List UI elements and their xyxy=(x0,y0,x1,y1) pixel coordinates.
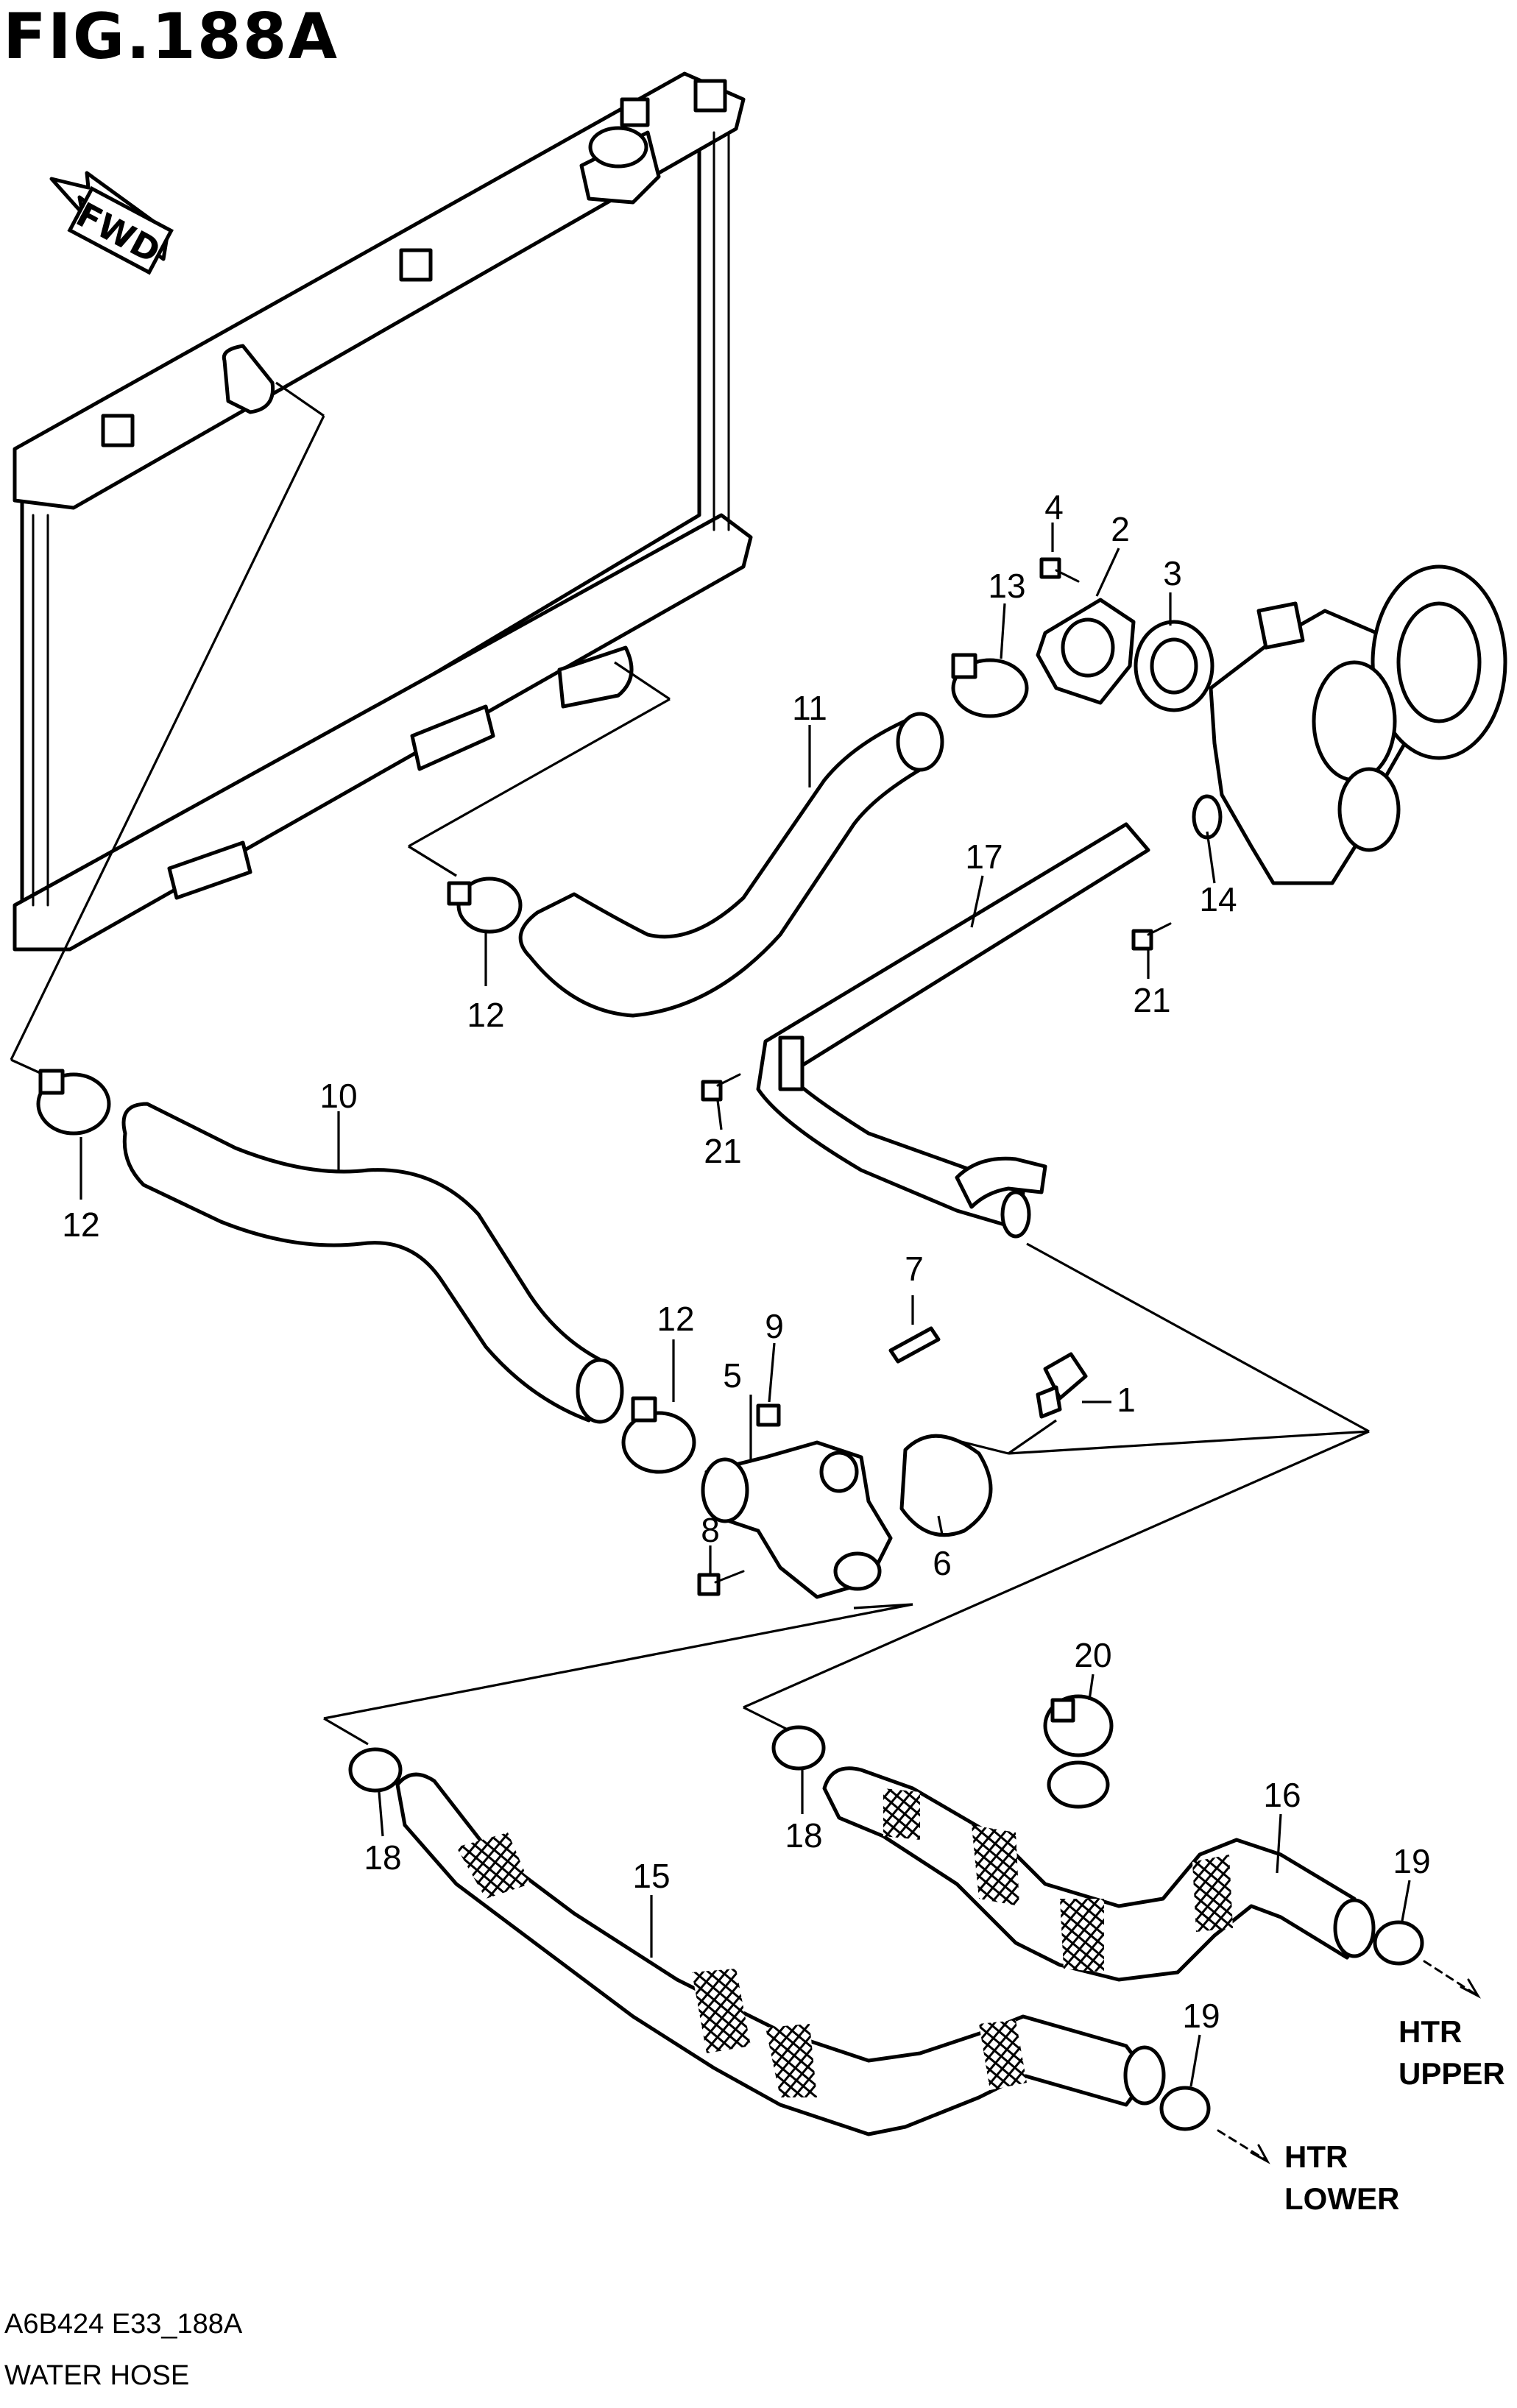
thermostat-cap xyxy=(1036,598,1136,705)
fwd-marker: FWD xyxy=(49,171,174,275)
htr-lower-note: HTR LOWER xyxy=(1284,2139,1399,2216)
callout-20: 20 xyxy=(1074,1636,1111,1674)
callout-12a: 12 xyxy=(467,996,504,1034)
clamp-12-left xyxy=(36,1069,111,1136)
lower-radiator-hose xyxy=(121,1102,606,1423)
figure-title: FIG.188A xyxy=(3,0,339,74)
htr-lower-line2: LOWER xyxy=(1284,2181,1399,2216)
callout-8: 8 xyxy=(701,1511,720,1549)
callout-6: 6 xyxy=(933,1544,952,1582)
callout-19b: 19 xyxy=(1182,1997,1220,2035)
bolt-21-right xyxy=(1131,922,1172,951)
water-pipe xyxy=(756,822,1150,1231)
callout-16: 16 xyxy=(1263,1776,1301,1814)
clamp-20 xyxy=(1043,1694,1114,1809)
callout-12d: 12 xyxy=(62,1205,99,1244)
callout-21c: 21 xyxy=(704,1132,741,1170)
clamp-13 xyxy=(951,653,1029,718)
water-pump xyxy=(1209,564,1507,885)
clamp-12-upper xyxy=(447,877,523,934)
clamp-18-left xyxy=(348,1747,403,1793)
inlet-housing xyxy=(701,1440,893,1599)
callout-12b: 12 xyxy=(62,1205,99,1244)
callout-5: 5 xyxy=(723,1356,742,1395)
callout-labels: 1 2 3 4 5 6 7 8 9 10 11 12 12 12 12 13 1… xyxy=(62,488,1430,2035)
callout-3: 3 xyxy=(1163,554,1182,592)
callout-21b: 21 xyxy=(704,1132,741,1170)
callout-9: 9 xyxy=(765,1307,784,1345)
stud-7 xyxy=(888,1326,941,1364)
callout-14: 14 xyxy=(1199,880,1237,918)
callout-11: 11 xyxy=(792,689,827,727)
clamp-18-right xyxy=(771,1725,826,1771)
htr-upper-line1: HTR xyxy=(1398,2014,1462,2049)
callout-12c: 12 xyxy=(657,1300,694,1338)
htr-lower-line1: HTR xyxy=(1284,2139,1348,2174)
callout-18b: 18 xyxy=(785,1816,822,1855)
callout-1: 1 xyxy=(1117,1381,1136,1419)
callout-21a: 21 xyxy=(1133,981,1170,1019)
clamp-19-lower xyxy=(1159,2086,1211,2131)
radiator xyxy=(13,71,753,952)
sensor xyxy=(1036,1352,1088,1419)
heater-lower-hose xyxy=(395,1772,1150,2136)
htr-upper-note: HTR UPPER xyxy=(1398,2014,1505,2091)
thermostat xyxy=(1134,620,1214,712)
clamp-19-upper xyxy=(1373,1920,1424,1966)
callout-2: 2 xyxy=(1111,510,1130,548)
heater-upper-hose xyxy=(822,1766,1371,1982)
callout-10: 10 xyxy=(319,1077,357,1115)
gasket xyxy=(899,1434,993,1537)
nut-9 xyxy=(756,1403,781,1427)
upper-radiator-hose xyxy=(518,715,930,1018)
callout-19a: 19 xyxy=(1393,1842,1430,1880)
bolt-8 xyxy=(697,1570,745,1596)
figure-code: A6B424 E33_188A xyxy=(4,2309,243,2340)
htr-upper-line2: UPPER xyxy=(1398,2056,1505,2091)
callout-15: 15 xyxy=(632,1857,670,1895)
callout-17: 17 xyxy=(965,838,1003,876)
callout-18a: 18 xyxy=(364,1838,401,1877)
clamp-12-mid xyxy=(621,1396,696,1474)
callout-13: 13 xyxy=(988,567,1025,605)
callout-7: 7 xyxy=(905,1250,924,1288)
bolt-21-left xyxy=(701,1073,741,1102)
callout-4: 4 xyxy=(1044,488,1064,526)
bolt-4 xyxy=(1039,557,1080,583)
figure-name: WATER HOSE xyxy=(4,2360,190,2391)
